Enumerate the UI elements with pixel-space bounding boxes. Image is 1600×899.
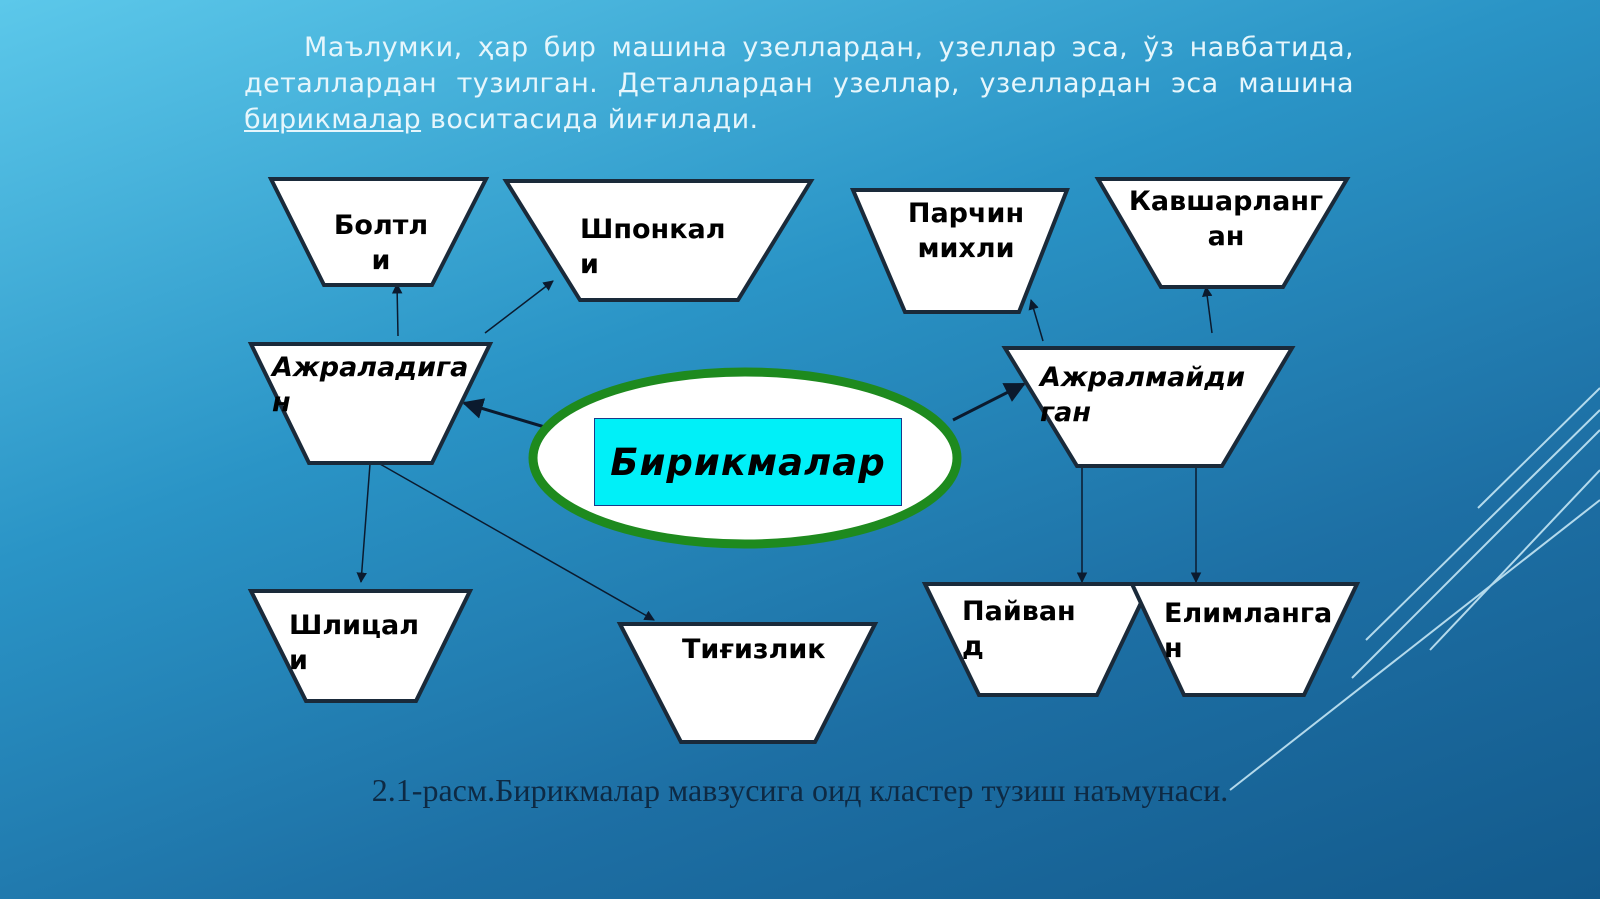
bolts-label: Болтли — [333, 210, 429, 276]
arrow-to-keys — [484, 280, 554, 334]
nondetachable-label: Ажралмайдиган — [1040, 362, 1246, 428]
decor-line — [1351, 429, 1600, 679]
arrow-to-rivets — [1028, 298, 1044, 342]
node-keys — [502, 179, 815, 302]
center-node: Бирикмалар — [594, 418, 902, 506]
arrow-center-to-nondetachable — [952, 382, 1026, 422]
node-welded — [921, 582, 1154, 697]
keys-label: Шпонкали — [580, 214, 726, 280]
node-rivets — [849, 188, 1070, 314]
node-bolts — [267, 177, 490, 287]
welded-label: Пайванд — [962, 596, 1076, 662]
decor-line — [1365, 409, 1600, 641]
tightness-label: Тиғизлик — [682, 634, 826, 665]
arrow-center-to-detachable — [461, 398, 549, 430]
arrow-to-bolts — [391, 282, 403, 337]
decor-line — [1429, 469, 1600, 651]
arrow-to-tightness — [379, 463, 655, 621]
intro-paragraph: Маълумки, ҳар бир машина узеллардан, узе… — [244, 30, 1354, 138]
node-detachable — [247, 342, 494, 465]
rivets-label: Парчин михли — [907, 198, 1025, 264]
figure-caption: 2.1-расм.Бирикмалар мавзусига оид класте… — [371, 772, 1229, 808]
soldered-label: Кавшарланган — [1128, 186, 1324, 252]
glued-label: Елимланган — [1164, 598, 1333, 664]
arrow-to-soldered — [1202, 285, 1213, 334]
intro-link[interactable]: бирикмалар — [244, 104, 422, 135]
decor-line — [1229, 499, 1600, 791]
decor-line — [1477, 387, 1600, 509]
intro-text-end: воситасида йиғилади. — [421, 104, 759, 135]
splines-label: Шлицали — [289, 610, 420, 676]
node-glued — [1128, 582, 1361, 697]
detachable-label: Ажраладиган — [272, 352, 469, 418]
node-nondetachable — [1001, 346, 1296, 468]
node-tightness — [616, 622, 879, 744]
center-label: Бирикмалар — [610, 440, 886, 484]
node-soldered — [1094, 177, 1351, 289]
node-splines — [247, 589, 474, 703]
arrow-to-splines — [356, 463, 371, 584]
intro-text: Маълумки, ҳар бир машина узеллардан, узе… — [244, 32, 1354, 99]
